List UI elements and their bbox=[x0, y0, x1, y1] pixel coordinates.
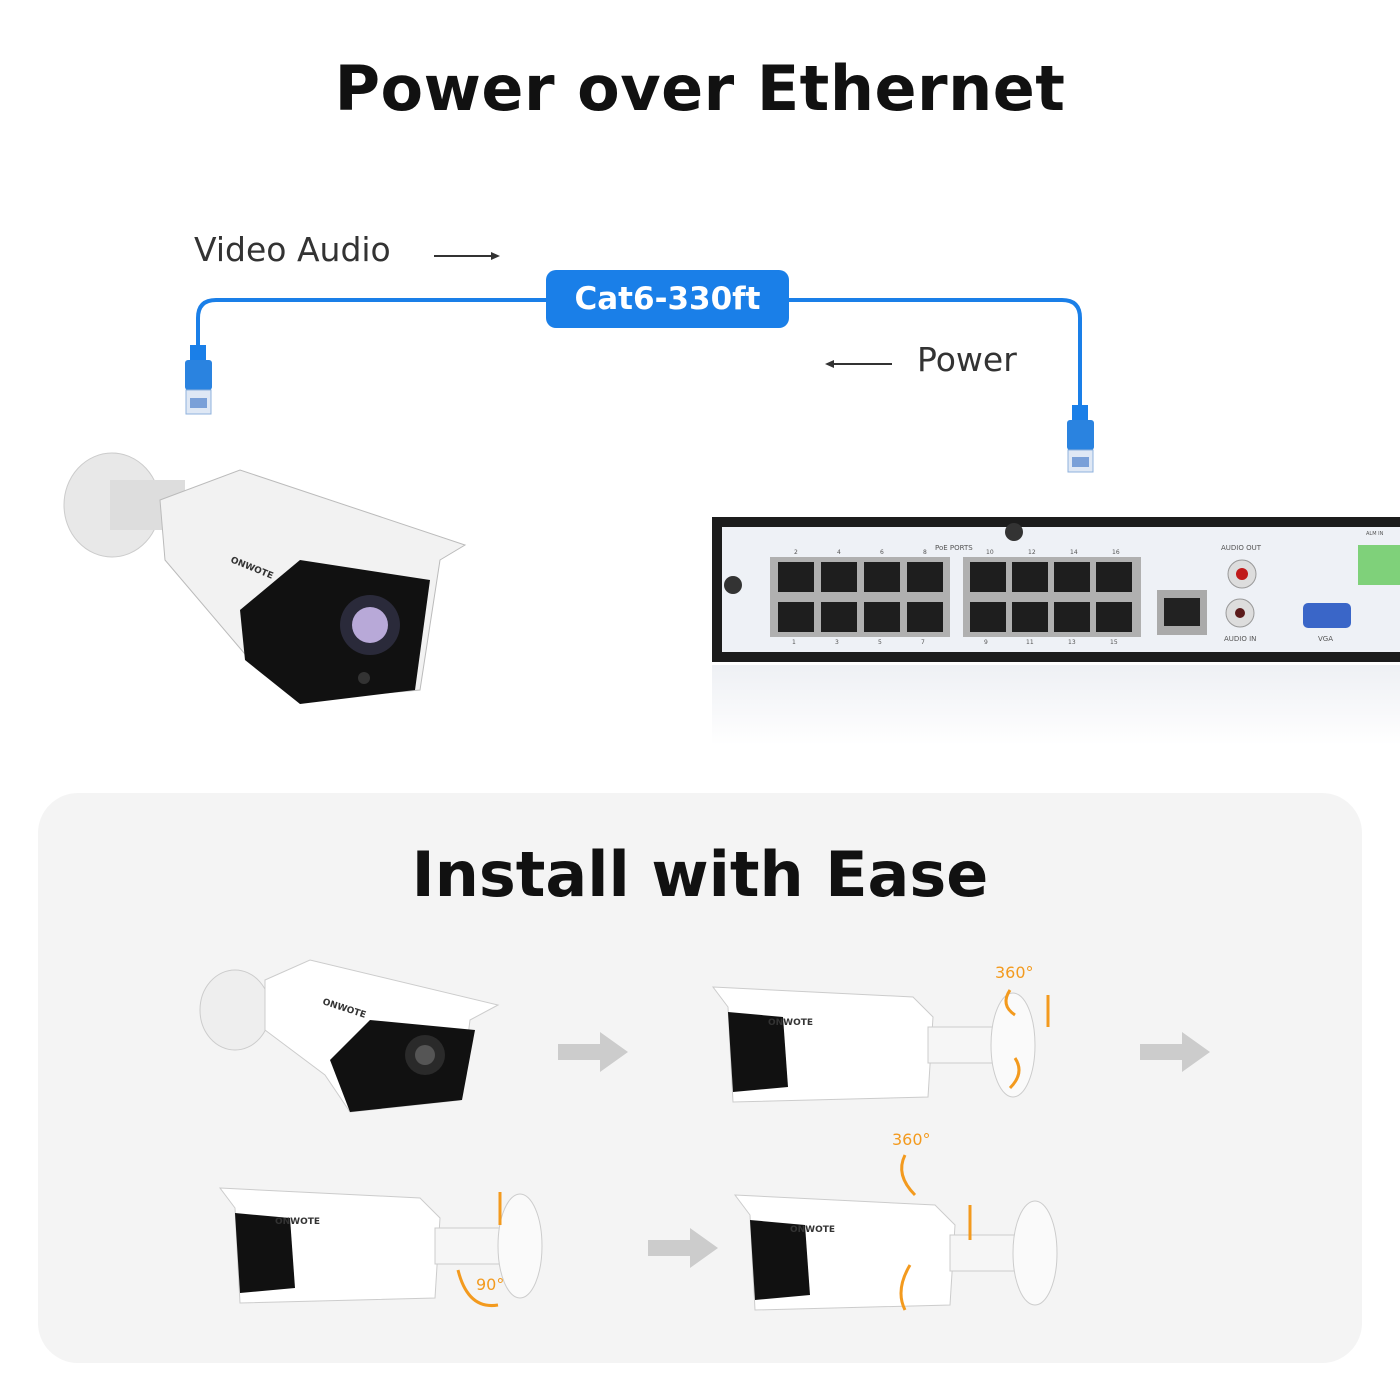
camera-brand-label: ONWOTE bbox=[768, 1018, 813, 1028]
poe-diagram: ONWOTE PoE PORTS 21436587109121114131615… bbox=[63, 252, 1400, 745]
port-number-top: 4 bbox=[837, 549, 841, 556]
page-title: Power over Ethernet bbox=[334, 52, 1066, 125]
angle-label-360: 360° bbox=[892, 1130, 931, 1149]
poe-port bbox=[907, 562, 943, 592]
vga-label: VGA bbox=[1318, 635, 1333, 643]
rotate-360-icon bbox=[1004, 989, 1050, 1090]
arrow-right-icon bbox=[434, 252, 500, 260]
audio-in-label: AUDIO IN bbox=[1224, 635, 1256, 643]
port-number-top: 2 bbox=[794, 549, 798, 556]
angle-label-360: 360° bbox=[995, 963, 1034, 982]
step-arrow-icon bbox=[558, 1032, 628, 1072]
angle-label-90: 90° bbox=[476, 1275, 504, 1294]
port-number-bottom: 1 bbox=[792, 639, 796, 646]
port-number-top: 16 bbox=[1112, 549, 1120, 556]
camera-brand-label: ONWOTE bbox=[275, 1217, 320, 1227]
poe-port bbox=[778, 602, 814, 632]
alarm-in-label: ALM IN bbox=[1366, 531, 1384, 537]
step-arrow-icon bbox=[1140, 1032, 1210, 1072]
install-step-1-camera: ONWOTE bbox=[199, 959, 500, 1113]
poe-port bbox=[1054, 602, 1090, 632]
port-number-bottom: 9 bbox=[984, 639, 988, 646]
port-number-top: 12 bbox=[1028, 549, 1036, 556]
camera-brand-label: ONWOTE bbox=[790, 1225, 835, 1235]
step-arrow-icon bbox=[648, 1228, 718, 1268]
install-steps: ONWOTE ONWOTE 360° ONWOTE 90° ONWOTE 360… bbox=[199, 959, 1210, 1311]
port-number-bottom: 5 bbox=[878, 639, 882, 646]
rotate-360-icon bbox=[899, 1154, 972, 1311]
port-number-bottom: 15 bbox=[1110, 639, 1118, 646]
poe-port bbox=[907, 602, 943, 632]
install-step-2-camera: ONWOTE bbox=[712, 986, 1036, 1103]
power-label: Power bbox=[917, 340, 1017, 379]
port-number-top: 6 bbox=[880, 549, 884, 556]
poe-port bbox=[778, 562, 814, 592]
poe-ports-label: PoE PORTS bbox=[935, 544, 973, 552]
poe-port bbox=[970, 562, 1006, 592]
bullet-camera-image: ONWOTE bbox=[63, 452, 467, 704]
port-number-top: 10 bbox=[986, 549, 994, 556]
cable-length-badge: Cat6-330ft bbox=[546, 270, 789, 328]
video-audio-label: Video Audio bbox=[194, 230, 391, 269]
poe-port bbox=[1096, 562, 1132, 592]
poe-port bbox=[1012, 602, 1048, 632]
poe-port bbox=[821, 562, 857, 592]
poe-port bbox=[970, 602, 1006, 632]
poe-port bbox=[821, 602, 857, 632]
poe-port bbox=[1054, 562, 1090, 592]
poe-port bbox=[1012, 562, 1048, 592]
install-title: Install with Ease bbox=[411, 838, 989, 911]
port-number-bottom: 11 bbox=[1026, 639, 1034, 646]
arrow-left-icon bbox=[825, 360, 892, 368]
rj45-connector-left-icon bbox=[185, 345, 212, 415]
port-number-top: 14 bbox=[1070, 549, 1078, 556]
port-number-bottom: 13 bbox=[1068, 639, 1076, 646]
poe-port bbox=[864, 602, 900, 632]
audio-out-label: AUDIO OUT bbox=[1221, 544, 1262, 552]
port-number-top: 8 bbox=[923, 549, 927, 556]
rotate-90-icon bbox=[456, 1192, 502, 1308]
rj45-connector-right-icon bbox=[1067, 405, 1094, 473]
port-number-bottom: 7 bbox=[921, 639, 925, 646]
poe-port bbox=[1096, 602, 1132, 632]
install-step-3-camera: ONWOTE bbox=[219, 1187, 543, 1304]
port-number-bottom: 3 bbox=[835, 639, 839, 646]
install-step-4-camera: ONWOTE bbox=[734, 1194, 1058, 1311]
poe-port bbox=[864, 562, 900, 592]
